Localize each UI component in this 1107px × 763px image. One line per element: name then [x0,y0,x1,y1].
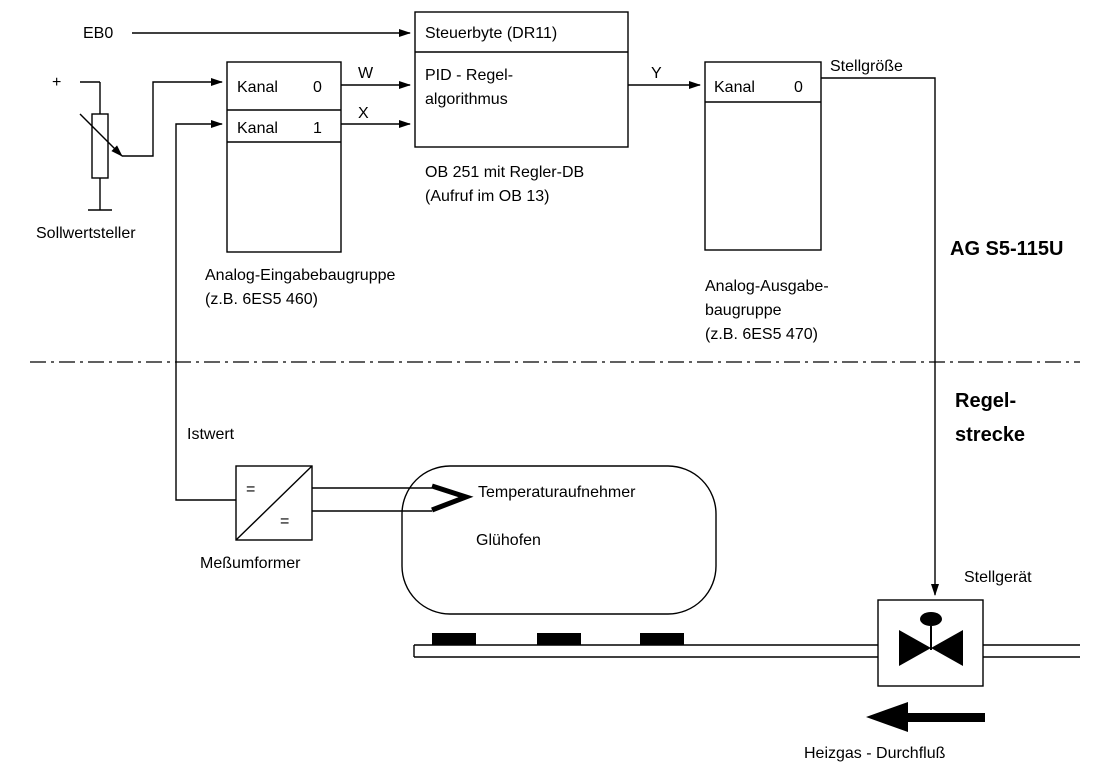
transducer-box [235,465,313,541]
transducer-eq-bottom: = [280,513,289,530]
burners [432,633,684,645]
regel-label: Regel- [955,390,1016,412]
temperaturaufnehmer-label: Temperaturaufnehmer [478,484,636,501]
analog-input-module [226,61,342,253]
transducer-eq-top: = [246,481,255,498]
stellgroesse-label: Stellgröße [830,58,903,75]
plus-sign: + [52,74,61,91]
aeb-line-1: Analog-Eingabebaugruppe [205,267,395,284]
flow-arrow [866,702,985,732]
input-kanal-1-label: Kanal [237,120,278,137]
potentiometer-symbol: + [52,74,223,211]
ob-line-2: (Aufruf im OB 13) [425,188,549,205]
istwert-label: Istwert [187,426,235,443]
aeb-line-2: (z.B. 6ES5 460) [205,291,318,308]
strecke-label: strecke [955,424,1025,446]
pid-line-2: algorithmus [425,91,508,108]
istwert-line [175,120,236,501]
stellgroesse-line [821,77,939,596]
aab-line-3: (z.B. 6ES5 470) [705,326,818,343]
output-kanal-0-label: Kanal [714,79,755,96]
heizgas-label: Heizgas - Durchfluß [804,745,946,762]
input-kanal-0-label: Kanal [237,79,278,96]
valve-symbol [877,599,984,687]
ob-line-1: OB 251 mit Regler-DB [425,164,584,181]
eb0-label: EB0 [83,25,113,42]
furnace [401,465,717,615]
steuerbyte-label: Steuerbyte (DR11) [425,25,557,42]
sollwertsteller-label: Sollwertsteller [36,225,136,242]
aab-line-1: Analog-Ausgabe- [705,278,829,295]
thermocouple-symbol [312,483,474,513]
messumformer-label: Meßumformer [200,555,301,572]
pid-line-1: PID - Regel- [425,67,513,84]
gluehofen-label: Glühofen [476,532,541,549]
analog-output-module [704,61,822,251]
input-kanal-1-number: 1 [313,120,322,137]
y-label: Y [651,65,662,82]
aab-line-2: baugruppe [705,302,782,319]
ag-label: AG S5-115U [950,238,1063,260]
w-label: W [358,65,374,82]
stellgeraet-label: Stellgerät [964,569,1032,586]
x-label: X [358,105,369,122]
output-kanal-0-number: 0 [794,79,803,96]
controller-block [414,11,629,148]
input-kanal-0-number: 0 [313,79,322,96]
